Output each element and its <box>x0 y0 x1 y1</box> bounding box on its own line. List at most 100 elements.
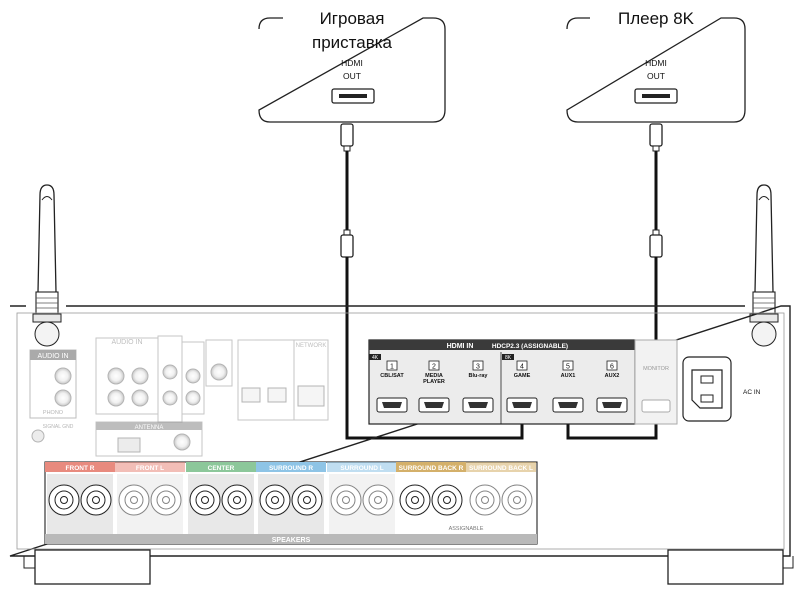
player-port-label-hdmi: HDMI <box>645 58 667 68</box>
monitor-label: MONITOR <box>643 366 669 372</box>
hdmi-input-number: 5 <box>566 364 570 371</box>
receiver-chassis <box>9 305 794 585</box>
hdmi-cable-console <box>340 123 524 440</box>
hdmi-input-label: Blu-ray <box>469 373 489 379</box>
speaker-group-header <box>45 462 115 472</box>
left-antenna <box>32 184 62 347</box>
hdmi-input-label: CBL/SAT <box>380 373 404 379</box>
hdmi-input-panel: HDMI IN HDCP2.3 (ASSIGNABLE) 4K 8K 1CBL/… <box>368 339 678 425</box>
hdmi-input-label: PLAYER <box>423 379 445 385</box>
hdmi-input-number: 2 <box>432 364 436 371</box>
speaker-group-surround-back-r: SURROUND BACK R <box>396 462 466 516</box>
speaker-group-label: SURROUND BACK L <box>469 465 533 472</box>
speaker-terminal-core <box>303 496 311 504</box>
console-title-line2: приставка <box>311 33 392 52</box>
speaker-terminal-core <box>374 496 382 504</box>
hdmi-input-number: 3 <box>476 364 480 371</box>
speaker-group-header <box>396 462 466 472</box>
speaker-terminal-core <box>201 496 209 504</box>
console-port-label-hdmi: HDMI <box>341 58 363 68</box>
speaker-terminal-core <box>92 496 100 504</box>
ac-inlet: AC IN <box>682 356 761 422</box>
hdmi-port-slot <box>512 402 532 408</box>
speakers-label: SPEAKERS <box>272 537 311 544</box>
hdmi-input-label: AUX1 <box>561 373 576 379</box>
digital-network-section: NETWORK ANTENNA <box>95 339 329 457</box>
hdmi-input-number: 6 <box>610 364 614 371</box>
signal-gnd-label: SIGNAL GND <box>43 424 74 430</box>
hdmi-port-slot <box>424 402 444 408</box>
hdmi-input-number-box <box>386 360 398 371</box>
speaker-terminals: FRONT R FRONT L CENTER SURROUND R SURROUND L… <box>44 461 538 545</box>
speaker-group-label: SURROUND L <box>340 465 383 472</box>
hdmi-input-number-box <box>516 360 528 371</box>
console-title-line1: Игровая <box>319 9 385 28</box>
assignable-label: ASSIGNABLE <box>449 526 484 532</box>
network-label: NETWORK <box>296 343 327 349</box>
hdmi-input-number-box <box>562 360 574 371</box>
speaker-group-label: FRONT L <box>136 465 164 472</box>
speaker-group-front-l: FRONT L <box>115 462 185 536</box>
speaker-group-header <box>115 462 185 472</box>
speaker-terminal-core <box>233 496 241 504</box>
speaker-group-front-r: FRONT R <box>45 462 115 536</box>
speaker-terminal-core <box>443 496 451 504</box>
antenna-label: ANTENNA <box>135 425 164 431</box>
hdmi-port-slot <box>382 402 402 408</box>
speaker-group-label: FRONT R <box>66 465 95 472</box>
phono-section: AUDIO IN PHONO SIGNAL GND <box>29 349 77 443</box>
hdmi-input-label: MEDIA <box>425 373 443 379</box>
player-box <box>566 17 746 123</box>
speaker-group-label: SURROUND R <box>269 465 313 472</box>
hdmi-input-number-box <box>472 360 484 371</box>
console-port-label-out: OUT <box>343 71 361 81</box>
speaker-group-surround-l: SURROUND L <box>327 462 397 536</box>
player-port-label-out: OUT <box>647 71 665 81</box>
speaker-terminal-core <box>513 496 521 504</box>
hdmi-port-slot <box>468 402 488 408</box>
badge-8k: 8K <box>505 355 512 361</box>
speaker-terminal-core <box>271 496 279 504</box>
speakers-footer <box>45 534 537 544</box>
speaker-group-surround-back-l: SURROUND BACK L <box>466 462 536 516</box>
speaker-group-center: CENTER <box>186 462 256 536</box>
game-console-box <box>258 17 446 123</box>
hdmi-input-label: GAME <box>514 373 531 379</box>
player-title: Плеер 8K <box>617 9 695 28</box>
speaker-terminal-core <box>411 496 419 504</box>
speaker-terminal-core <box>60 496 68 504</box>
speaker-group-header <box>186 462 256 472</box>
speaker-terminal-core <box>162 496 170 504</box>
right-antenna <box>749 184 779 347</box>
phono-label: PHONO <box>43 410 64 416</box>
phono-audio-in-label: AUDIO IN <box>37 353 68 360</box>
speaker-terminal-core <box>130 496 138 504</box>
hdcp-label: HDCP2.3 (ASSIGNABLE) <box>492 343 568 350</box>
hdmi-port-slot <box>558 402 578 408</box>
speaker-terminal-core <box>342 496 350 504</box>
speaker-group-label: CENTER <box>208 465 235 472</box>
speaker-group-header <box>256 462 326 472</box>
hdmi-input-number: 4 <box>520 364 524 371</box>
hdmi-in-header: HDMI IN <box>447 343 474 350</box>
ac-in-label: AC IN <box>743 389 761 396</box>
audio-in-label: AUDIO IN <box>111 339 142 346</box>
speaker-group-surround-r: SURROUND R <box>256 462 326 536</box>
hdmi-input-number: 1 <box>390 364 394 371</box>
hdmi-input-number-box <box>428 360 440 371</box>
audio-in-section: AUDIO IN <box>95 335 233 423</box>
hdmi-port-slot <box>602 402 622 408</box>
speaker-group-header <box>327 462 397 472</box>
badge-4k: 4K <box>372 355 379 361</box>
hdmi-input-label: AUX2 <box>605 373 620 379</box>
speaker-group-label: SURROUND BACK R <box>399 465 464 472</box>
speaker-group-header <box>466 462 536 472</box>
